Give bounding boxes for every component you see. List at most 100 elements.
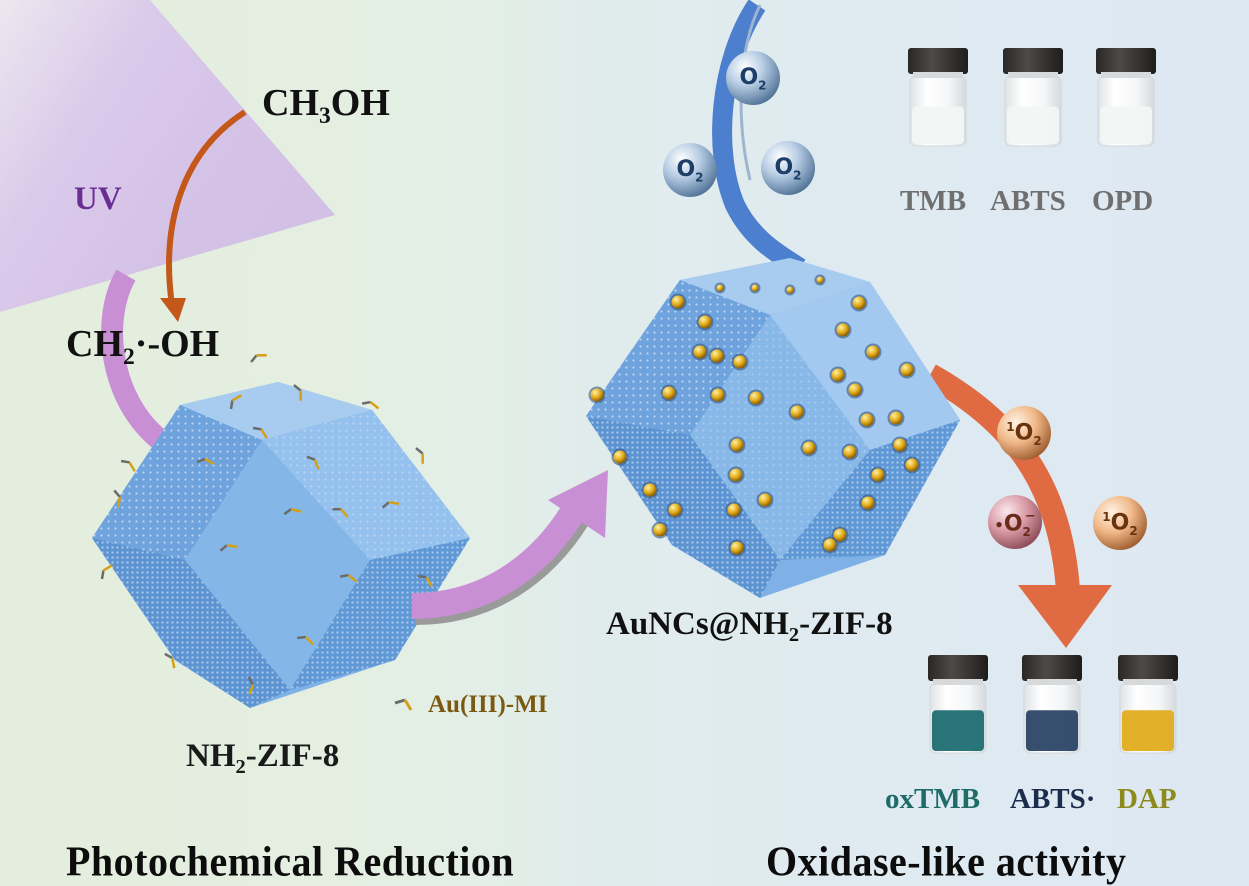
o2-input-arrow bbox=[712, 0, 806, 277]
superoxide-radical-label: •O2− bbox=[994, 509, 1036, 539]
gold-nanocluster bbox=[711, 388, 725, 402]
uv-light-beam bbox=[0, 0, 335, 312]
ligand-stick bbox=[306, 455, 320, 470]
gold-nanocluster bbox=[668, 503, 682, 517]
o2-molecule-label: O2 bbox=[739, 65, 767, 93]
gold-nanocluster bbox=[751, 284, 759, 292]
o2-molecule bbox=[663, 143, 717, 197]
nh2-zif-8-crystal bbox=[92, 382, 470, 708]
o2-molecule bbox=[761, 141, 815, 195]
gold-nanocluster bbox=[905, 458, 919, 472]
uv-label: UV bbox=[74, 181, 122, 217]
nh2-zif-8-label: NH2-ZIF-8 bbox=[186, 738, 340, 779]
ligand-stick bbox=[332, 507, 349, 518]
ligand-stick bbox=[361, 400, 380, 410]
singlet-oxygen-label: 1O2 bbox=[1102, 510, 1138, 538]
o2-molecule-label: O2 bbox=[676, 157, 704, 185]
gold-nanocluster bbox=[590, 388, 604, 402]
ligand-stick bbox=[100, 564, 113, 580]
o2-molecule-label: O2 bbox=[774, 155, 802, 183]
gold-nanocluster bbox=[749, 391, 763, 405]
methanol-label: CH3OH bbox=[262, 82, 390, 130]
ligand-stick bbox=[229, 394, 242, 410]
gold-nanocluster bbox=[613, 450, 627, 464]
ros-arrowhead bbox=[1018, 585, 1112, 648]
ligand-stick bbox=[283, 507, 302, 516]
gold-nanocluster bbox=[786, 286, 794, 294]
ligand-stick bbox=[247, 676, 255, 695]
gold-nanocluster bbox=[758, 493, 772, 507]
reduction-arrowhead bbox=[160, 298, 186, 322]
product-vial bbox=[928, 655, 988, 754]
product-vial bbox=[1118, 655, 1178, 754]
aunc-nh2-zif-8-crystal bbox=[586, 258, 960, 598]
o2-molecule bbox=[726, 51, 780, 105]
ligand-stick bbox=[252, 426, 268, 439]
gold-nanocluster bbox=[730, 541, 744, 555]
ligand-stick bbox=[164, 652, 176, 669]
gold-nanocluster bbox=[900, 363, 914, 377]
gold-nanocluster bbox=[653, 523, 667, 537]
gold-nanocluster bbox=[716, 284, 724, 292]
gold-nanocluster bbox=[871, 468, 885, 482]
transfer-arrow bbox=[411, 493, 592, 619]
gold-nanocluster bbox=[662, 386, 676, 400]
section-title-oxidase-like-activity: Oxidase-like activity bbox=[766, 837, 1127, 886]
singlet-oxygen bbox=[1093, 496, 1147, 550]
gold-nanocluster bbox=[802, 441, 816, 455]
gold-nanoclusters bbox=[588, 274, 921, 557]
ligand-stick bbox=[120, 459, 136, 472]
gold-nanocluster bbox=[693, 345, 707, 359]
gold-nanocluster bbox=[643, 483, 657, 497]
aunc-nh2-zif-8-label: AuNCs@NH2-ZIF-8 bbox=[606, 606, 893, 647]
vial-label-tmb: TMB bbox=[900, 185, 967, 217]
substrate-vials bbox=[908, 48, 1156, 147]
ligand-stick bbox=[250, 353, 267, 363]
gold-nanocluster bbox=[730, 438, 744, 452]
hydroxymethyl-radical-label: CH2·-OH bbox=[66, 323, 220, 371]
gold-nanocluster bbox=[816, 276, 824, 284]
superoxide-radical bbox=[988, 495, 1042, 549]
gold-nanocluster bbox=[710, 349, 724, 363]
gold-nanocluster bbox=[843, 445, 857, 459]
product-vial bbox=[1022, 655, 1082, 754]
gold-nanocluster bbox=[860, 413, 874, 427]
gold-nanocluster bbox=[848, 383, 862, 397]
gold-nanocluster bbox=[833, 528, 847, 542]
substrate-vial bbox=[908, 48, 968, 147]
gold-nanocluster bbox=[893, 438, 907, 452]
gold-nanocluster bbox=[790, 405, 804, 419]
legend-au-iii-mi-label: Au(III)-MI bbox=[428, 691, 548, 718]
vial-label-abts-radical: ABTS· bbox=[1010, 783, 1096, 815]
gold-nanocluster bbox=[852, 296, 866, 310]
singlet-oxygen bbox=[997, 406, 1051, 460]
ligand-stick bbox=[415, 447, 425, 464]
vial-label-dap: DAP bbox=[1117, 783, 1177, 815]
ligand-stick bbox=[297, 635, 315, 646]
product-vials bbox=[928, 655, 1178, 754]
gold-nanocluster bbox=[866, 345, 880, 359]
gold-nanocluster bbox=[727, 503, 741, 517]
substrate-vial bbox=[1096, 48, 1156, 147]
gold-nanocluster bbox=[698, 315, 712, 329]
gold-nanocluster bbox=[831, 368, 845, 382]
au-iii-mi-ligands bbox=[100, 353, 433, 695]
molecule-spheres bbox=[663, 51, 1147, 550]
gold-nanocluster bbox=[861, 496, 875, 510]
ligand-stick-icon bbox=[394, 698, 413, 711]
reduction-arrow bbox=[166, 109, 247, 306]
ligand-stick bbox=[113, 489, 122, 508]
singlet-oxygen-label: 1O2 bbox=[1006, 420, 1042, 448]
left-curved-arrow bbox=[101, 269, 168, 449]
gold-nanocluster bbox=[823, 538, 837, 552]
transfer-arrowhead bbox=[548, 470, 608, 538]
ligand-stick bbox=[196, 457, 215, 466]
gold-nanocluster bbox=[671, 295, 685, 309]
vial-label-oxtmb: oxTMB bbox=[885, 783, 981, 815]
ligand-stick bbox=[417, 574, 433, 587]
ligand-stick bbox=[219, 543, 238, 552]
vial-label-opd: OPD bbox=[1092, 185, 1154, 217]
ligand-stick bbox=[293, 384, 303, 401]
